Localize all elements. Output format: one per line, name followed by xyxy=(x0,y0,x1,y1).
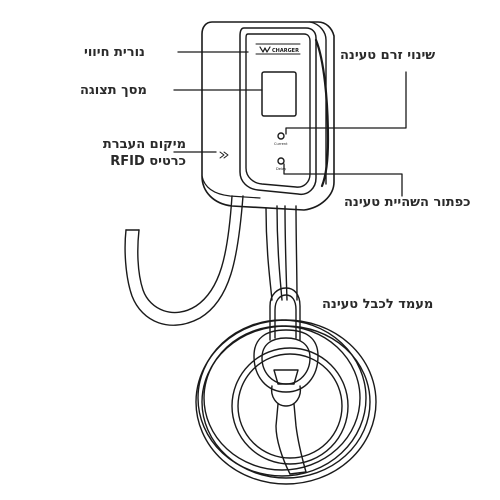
current-button xyxy=(277,132,285,140)
cable-left-loop xyxy=(124,195,244,326)
cable-coil xyxy=(195,319,377,485)
leader-lines xyxy=(173,51,407,197)
device-stop-text: Delay xyxy=(276,167,287,171)
label-rfid-line2: כרטיס RFID xyxy=(110,154,186,169)
label-current-change: שינוי זרם טעינה xyxy=(340,48,436,63)
label-stop-button: כפתור השהיית טעינה xyxy=(344,195,471,210)
label-cable-holder: מעמד לכבל טעינה xyxy=(322,297,434,312)
stop-button xyxy=(277,157,285,165)
cable-holder xyxy=(253,287,319,393)
charger-body xyxy=(201,21,335,211)
cable-down xyxy=(265,205,298,301)
device-brand-text: CHARGER xyxy=(272,48,299,54)
label-rfid-line1: מיקום העברת xyxy=(102,137,186,152)
rfid-icon xyxy=(219,151,229,159)
leader-current xyxy=(285,71,407,135)
charging-connector xyxy=(270,385,307,475)
device-current-text: Current xyxy=(274,142,288,146)
display-screen xyxy=(261,71,297,117)
label-display-screen: מסך תצוגה xyxy=(80,83,147,98)
logo-icon xyxy=(259,46,271,53)
leader-stop xyxy=(283,163,403,197)
label-rfid-location: מיקום העברת כרטיס RFID xyxy=(56,136,186,170)
label-indicator-light: נורית חיווי xyxy=(84,45,145,60)
